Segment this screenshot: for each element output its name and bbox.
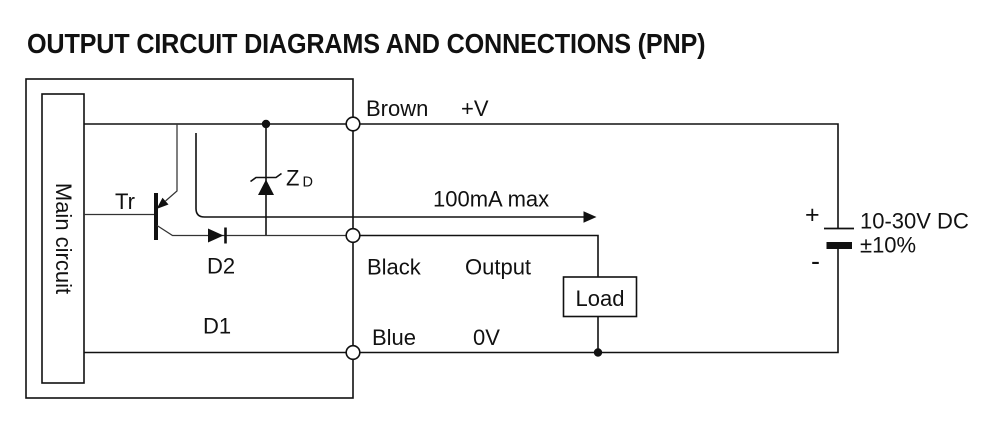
terminal-brown [345,116,361,132]
page-title: OUTPUT CIRCUIT DIAGRAMS AND CONNECTIONS … [27,28,706,59]
main-circuit-box [41,93,85,384]
transistor-emitter-arrow [156,197,169,209]
current-flow-line [195,133,584,218]
diode-d1-label: D1 [203,314,231,339]
transistor-emitter-line [165,124,178,202]
battery-negative-plate [826,242,852,249]
plus-v-label: +V [461,96,489,121]
junction-dot-zener [261,119,271,129]
zero-v-label: 0V [473,325,500,350]
brown-wire-label: Brown [366,96,428,121]
zener-label: Z [286,166,299,191]
junction-dot-load [593,348,603,357]
brown-wire [84,123,839,229]
supply-tolerance-label: ±10% [860,233,916,258]
load-box [562,276,638,318]
zener-label-subscript: D [303,175,313,191]
output-label: Output [465,255,531,280]
zener-diode-triangle [258,179,274,195]
main-circuit-label: Main circuit [51,183,76,294]
diode-d2-label: D2 [207,254,235,279]
transistor-label: Tr [115,189,135,214]
terminal-blue [345,344,361,361]
transistor-collector-line [156,224,353,237]
blue-wire-label: Blue [372,325,416,350]
current-flow-arrowhead [583,211,597,223]
diode-d2-triangle [208,228,224,243]
battery-minus-label: - [811,246,820,276]
black-wire [353,234,599,277]
terminal-black [345,227,361,244]
zener-diode-bar [250,172,282,183]
black-wire-label: Black [367,255,422,280]
battery-plus-label: + [805,201,820,229]
supply-voltage-label: 10-30V DC [860,209,969,234]
load-label: Load [576,286,625,311]
max-current-label: 100mA max [433,187,549,212]
blue-wire [84,249,839,354]
